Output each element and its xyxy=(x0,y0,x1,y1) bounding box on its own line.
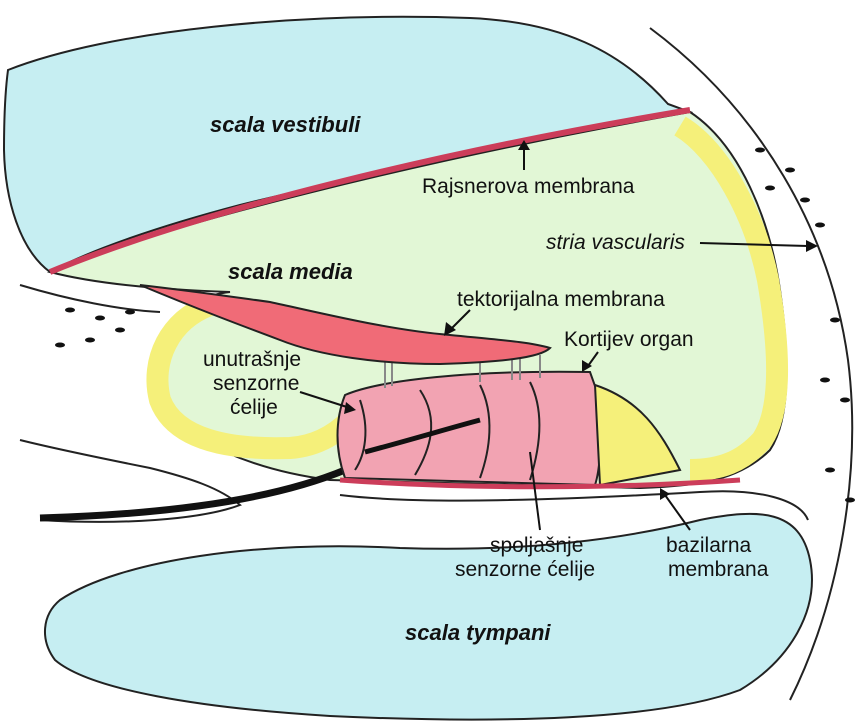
nerve-fiber xyxy=(40,470,345,518)
tissue-dot xyxy=(840,398,850,403)
label-reissner-membrane: Rajsnerova membrana xyxy=(422,175,635,198)
label-inner-hair-cells-line2: senzorne xyxy=(213,372,299,395)
label-inner-hair-cells-line1: unutrašnje xyxy=(203,348,301,371)
tissue-dot xyxy=(65,308,75,313)
tissue-dot xyxy=(785,168,795,173)
tissue-dot xyxy=(825,468,835,473)
label-scala-tympani: scala tympani xyxy=(405,620,551,645)
spiral-lamina-outline xyxy=(20,285,160,312)
label-tectorial-membrane: tektorijalna membrana xyxy=(457,288,665,311)
tissue-dot xyxy=(800,198,810,203)
organ-of-corti-body xyxy=(338,372,601,485)
tissue-dot xyxy=(765,186,775,191)
tissue-dot xyxy=(830,318,840,323)
tissue-dot xyxy=(845,498,855,503)
tissue-dot xyxy=(755,148,765,153)
label-outer-hair-cells-line2: senzorne ćelije xyxy=(455,558,595,581)
tissue-dot xyxy=(95,316,105,321)
tissue-dot xyxy=(815,223,825,228)
label-organ-of-corti: Kortijev organ xyxy=(564,328,694,351)
tissue-dot xyxy=(85,338,95,343)
label-scala-vestibuli: scala vestibuli xyxy=(210,112,361,137)
tissue-dot xyxy=(820,378,830,383)
tissue-dot xyxy=(115,328,125,333)
label-outer-hair-cells-line1: spoljašnje xyxy=(490,534,583,557)
label-scala-media: scala media xyxy=(228,259,353,284)
label-stria-vascularis: stria vascularis xyxy=(546,231,685,254)
label-basilar-membrane-line1: bazilarna xyxy=(666,534,752,557)
label-inner-hair-cells-line3: ćelije xyxy=(230,396,278,419)
label-basilar-membrane-line2: membrana xyxy=(668,558,769,581)
tissue-dot xyxy=(55,343,65,348)
spiral-lamina-lower xyxy=(20,440,240,522)
tissue-dot xyxy=(125,310,135,315)
